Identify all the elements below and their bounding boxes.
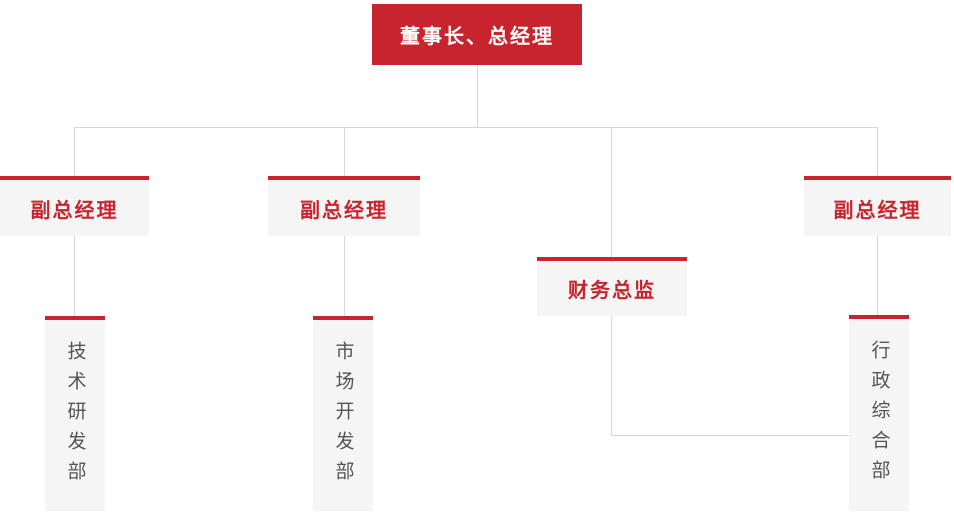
org-node-finance-director-label: 财务总监 (568, 280, 656, 302)
connector-root-drop (477, 65, 478, 127)
org-node-dept-market: 市场开发部 (313, 316, 373, 511)
org-node-chairman-gm: 董事长、总经理 (372, 4, 582, 65)
org-node-dept-market-label: 市场开发部 (332, 340, 354, 491)
connector-main-horizontal (74, 127, 878, 128)
org-node-dept-tech: 技术研发部 (45, 316, 105, 511)
org-node-deputy-right-label: 副总经理 (833, 199, 922, 222)
org-node-dept-tech-label: 技术研发部 (64, 340, 86, 491)
org-node-finance-director: 财务总监 (537, 257, 687, 316)
org-node-deputy-right: 副总经理 (804, 176, 951, 236)
org-node-deputy-left-label: 副总经理 (30, 199, 119, 222)
org-node-chairman-gm-label: 董事长、总经理 (400, 26, 554, 48)
org-node-deputy-left: 副总经理 (0, 176, 149, 236)
org-node-deputy-mid-label: 副总经理 (300, 199, 388, 222)
org-node-dept-admin: 行政综合部 (849, 315, 909, 511)
org-node-dept-admin-label: 行政综合部 (868, 340, 890, 490)
org-node-deputy-mid: 副总经理 (268, 176, 420, 236)
connector-finance-to-admin (611, 435, 849, 436)
